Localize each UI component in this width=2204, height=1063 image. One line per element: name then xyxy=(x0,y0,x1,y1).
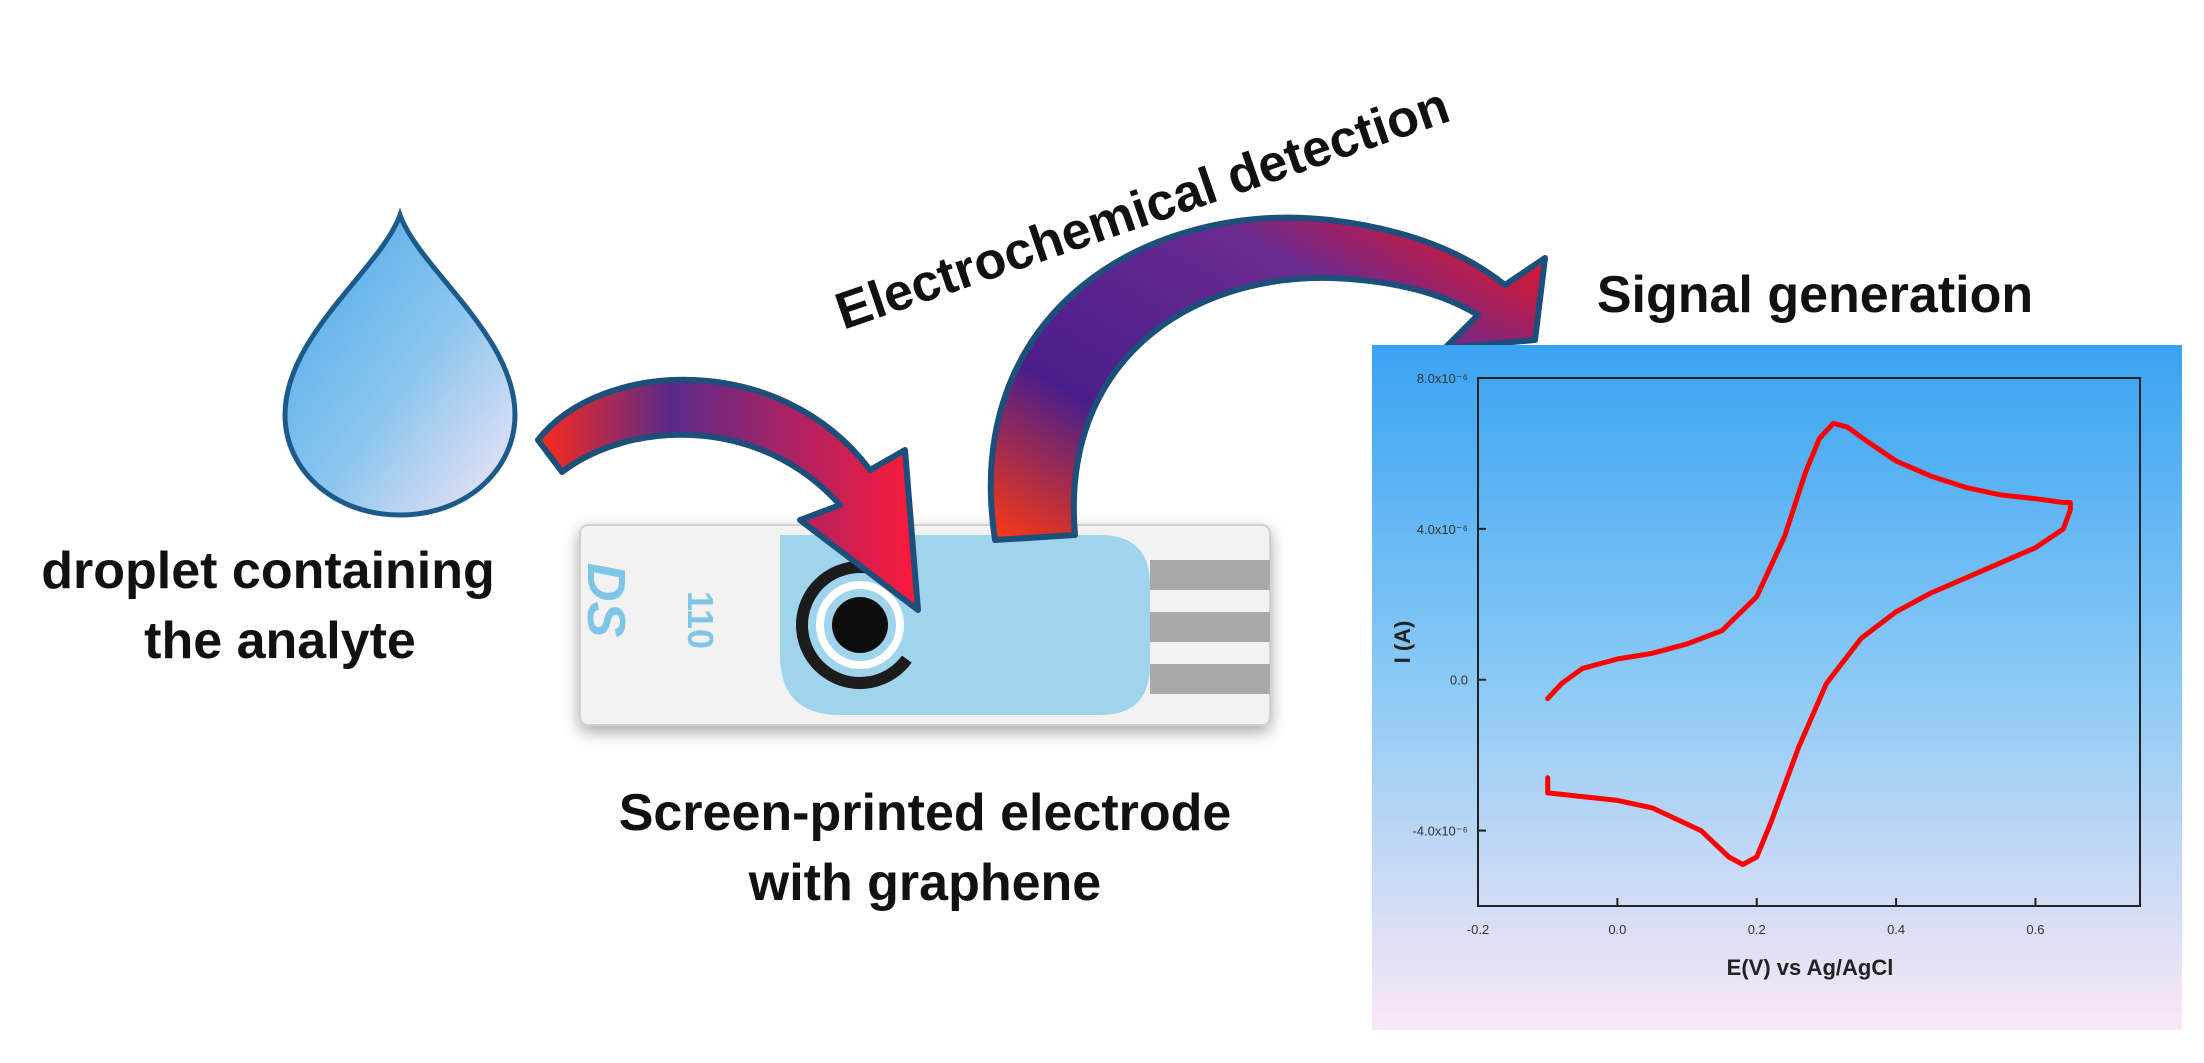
deposit-arrow xyxy=(535,376,921,613)
chart-background xyxy=(1372,345,2182,1030)
plot-frame xyxy=(1477,377,2141,907)
y-axis-ticks: 8.0x10⁻⁶ 4.0x10⁻⁶ 0.0 -4.0x10⁻⁶ xyxy=(1412,371,1486,839)
electrode-label-line1: Screen-printed electrode xyxy=(619,784,1232,842)
counter-electrode-ring xyxy=(816,581,904,669)
x-tick-label: 0.6 xyxy=(2026,922,2044,937)
droplet-label-line2: the analyte xyxy=(144,612,416,670)
y-tick-label: -4.0x10⁻⁶ xyxy=(1412,824,1468,839)
y-tick-label: 8.0x10⁻⁶ xyxy=(1417,371,1468,386)
x-axis-ticks: -0.2 0.0 0.2 0.4 0.6 xyxy=(1467,898,2045,937)
droplet-icon xyxy=(282,207,518,518)
electrode-contact xyxy=(1150,612,1270,642)
screen-printed-electrode: DS 110 xyxy=(576,524,1271,726)
x-tick-label: -0.2 xyxy=(1467,922,1489,937)
detection-arrow xyxy=(987,214,1548,543)
strip-brand-text: DS xyxy=(576,562,636,637)
cyclic-voltammogram-chart: -0.2 0.0 0.2 0.4 0.6 8.0x10⁻⁶ 4.0x10⁻⁶ 0.0 -4.0… xyxy=(1372,345,2182,1030)
electrode-contact xyxy=(1150,560,1270,590)
electrode-contact xyxy=(1150,664,1270,694)
y-tick-label: 0.0 xyxy=(1450,673,1468,688)
x-tick-label: 0.4 xyxy=(1887,922,1905,937)
strip-model-text: 110 xyxy=(680,591,721,649)
y-axis-title: I (A) xyxy=(1390,621,1415,664)
cv-curve-series xyxy=(1545,420,2073,867)
working-electrode xyxy=(832,597,888,653)
x-tick-label: 0.0 xyxy=(1608,922,1626,937)
x-tick-label: 0.2 xyxy=(1748,922,1766,937)
electrode-label-line2: with graphene xyxy=(748,854,1101,912)
x-axis-title: E(V) vs Ag/AgCl xyxy=(1727,955,1894,980)
droplet-label-line1: droplet containing xyxy=(41,542,495,600)
y-tick-label: 4.0x10⁻⁶ xyxy=(1417,522,1468,537)
signal-generation-label: Signal generation xyxy=(1597,266,2033,324)
